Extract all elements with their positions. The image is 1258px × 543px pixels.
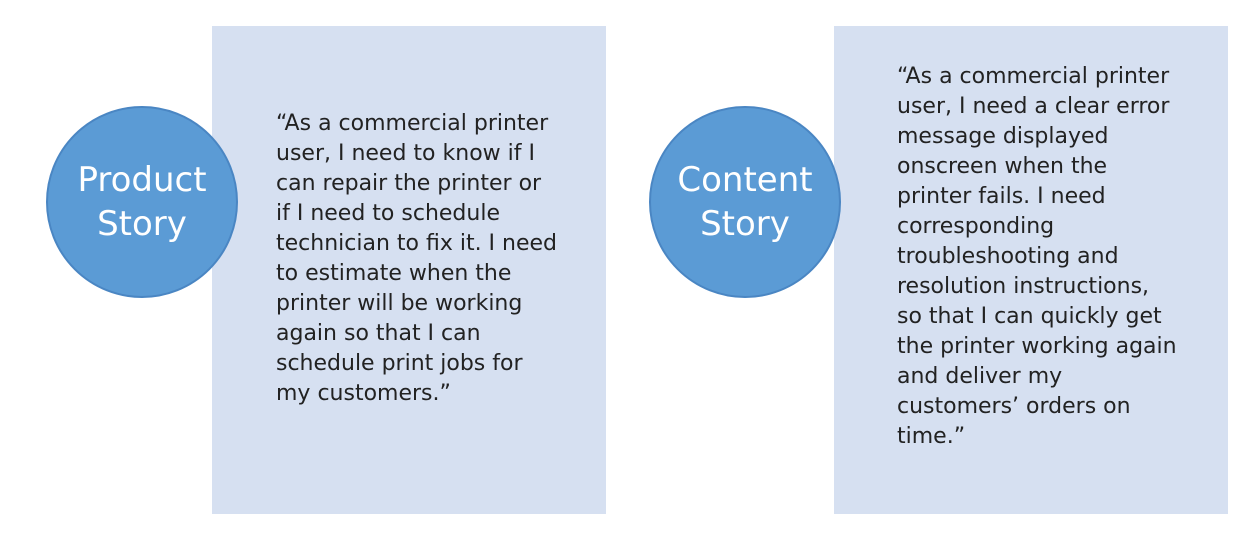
- product-story-card: [212, 26, 606, 514]
- product-story-label: Product Story: [77, 160, 207, 244]
- content-story-card: [834, 26, 1228, 514]
- product-story-quote: “As a commercial printer user, I need to…: [276, 111, 558, 406]
- content-story-quote: “As a commercial printer user, I need a …: [897, 64, 1177, 449]
- product-story-circle: Product Story: [46, 106, 238, 298]
- content-story-label: Content Story: [677, 160, 813, 244]
- content-story-circle: Content Story: [649, 106, 841, 298]
